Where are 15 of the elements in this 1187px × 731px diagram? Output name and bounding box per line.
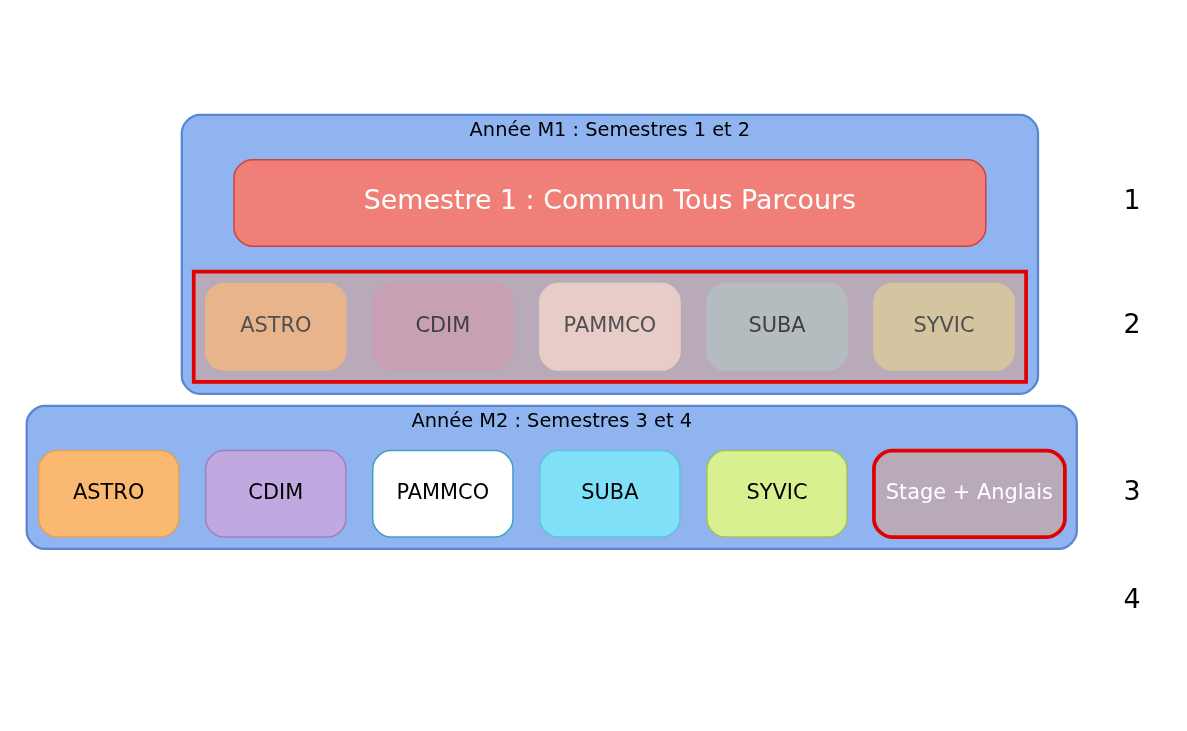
node-box: CDIM <box>204 449 347 538</box>
node-box: Semestre 1 : Commun Tous Parcours <box>233 158 987 247</box>
label: 2 <box>1123 308 1141 340</box>
node-box: PAMMCO <box>372 449 514 538</box>
label: 4 <box>1123 582 1141 614</box>
node-box: SYVIC <box>873 282 1015 371</box>
label: 1 <box>1123 184 1141 216</box>
cluster <box>191 269 1028 384</box>
label: 3 <box>1123 475 1141 507</box>
node-box: Stage + Anglais <box>872 448 1067 539</box>
node-box: ASTRO <box>204 282 347 371</box>
node-box: PAMMCO <box>539 282 681 371</box>
node-box: ASTRO <box>37 449 180 538</box>
node-box: SYVIC <box>706 449 848 538</box>
node-box: SUBA <box>539 449 681 538</box>
